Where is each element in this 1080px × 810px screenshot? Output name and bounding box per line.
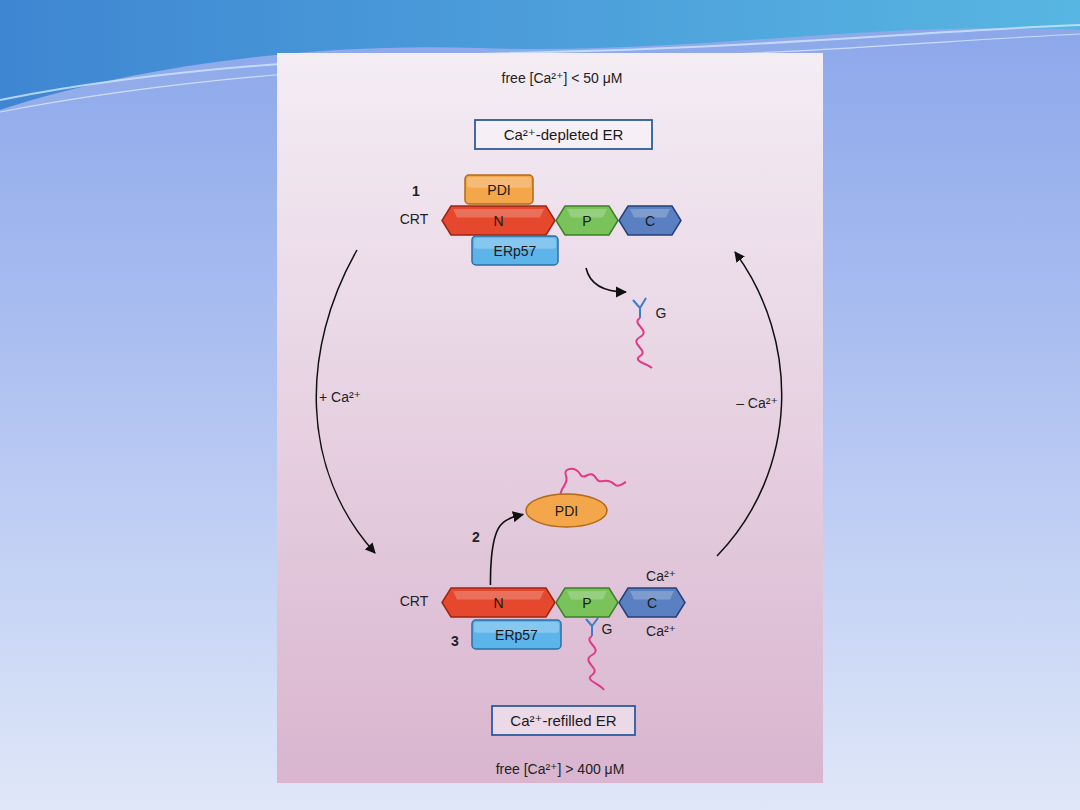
protein-name: CRT [400,593,429,609]
panel [277,53,823,783]
callout-number: 1 [412,183,420,199]
node-text: Ca²⁺-refilled ER [506,712,620,730]
p-domain: P [555,205,619,236]
node-text: P [578,213,595,229]
binding-arrow [490,515,523,586]
glycoprotein [633,298,652,368]
node-text: PDI [483,182,514,198]
protein-name: CRT [400,211,429,227]
condition-text: free [Ca²⁺] > 400 μM [496,761,625,777]
condition-text: free [Ca²⁺] < 50 μM [502,70,623,86]
node-text: ERp57 [491,627,542,643]
callout-number: 2 [472,529,480,545]
state-box: Ca²⁺-refilled ER [491,705,636,736]
pdi-ellipse: PDI [525,493,608,528]
node-text: N [489,213,507,229]
transition-label: + Ca²⁺ [319,389,361,405]
glycan-label: G [656,305,667,321]
state-box: Ca²⁺-depleted ER [474,119,653,150]
transition-label: – Ca²⁺ [736,395,778,411]
node-text: Ca²⁺-depleted ER [500,126,628,144]
p-domain: P [555,587,619,618]
erp57-box: ERp57 [471,619,562,650]
c-domain: C [618,587,686,618]
ion-label: Ca²⁺ [646,568,676,584]
node-text: C [643,595,661,611]
cycle-arrow [316,250,375,553]
n-domain: N [441,587,556,618]
glycan-label: G [602,621,613,637]
cycle-arrow [717,252,782,556]
pdi-box: PDI [464,174,534,205]
ion-label: Ca²⁺ [646,623,676,639]
node-text: C [641,213,659,229]
release-arrow [586,268,626,292]
erp57-box: ERp57 [471,235,559,266]
n-domain: N [441,205,556,236]
node-text: PDI [551,503,582,519]
node-text: ERp57 [490,243,541,259]
glycoprotein [586,618,604,690]
callout-number: 3 [451,633,459,649]
c-domain: C [618,205,682,236]
node-text: P [578,595,595,611]
node-text: N [489,595,507,611]
